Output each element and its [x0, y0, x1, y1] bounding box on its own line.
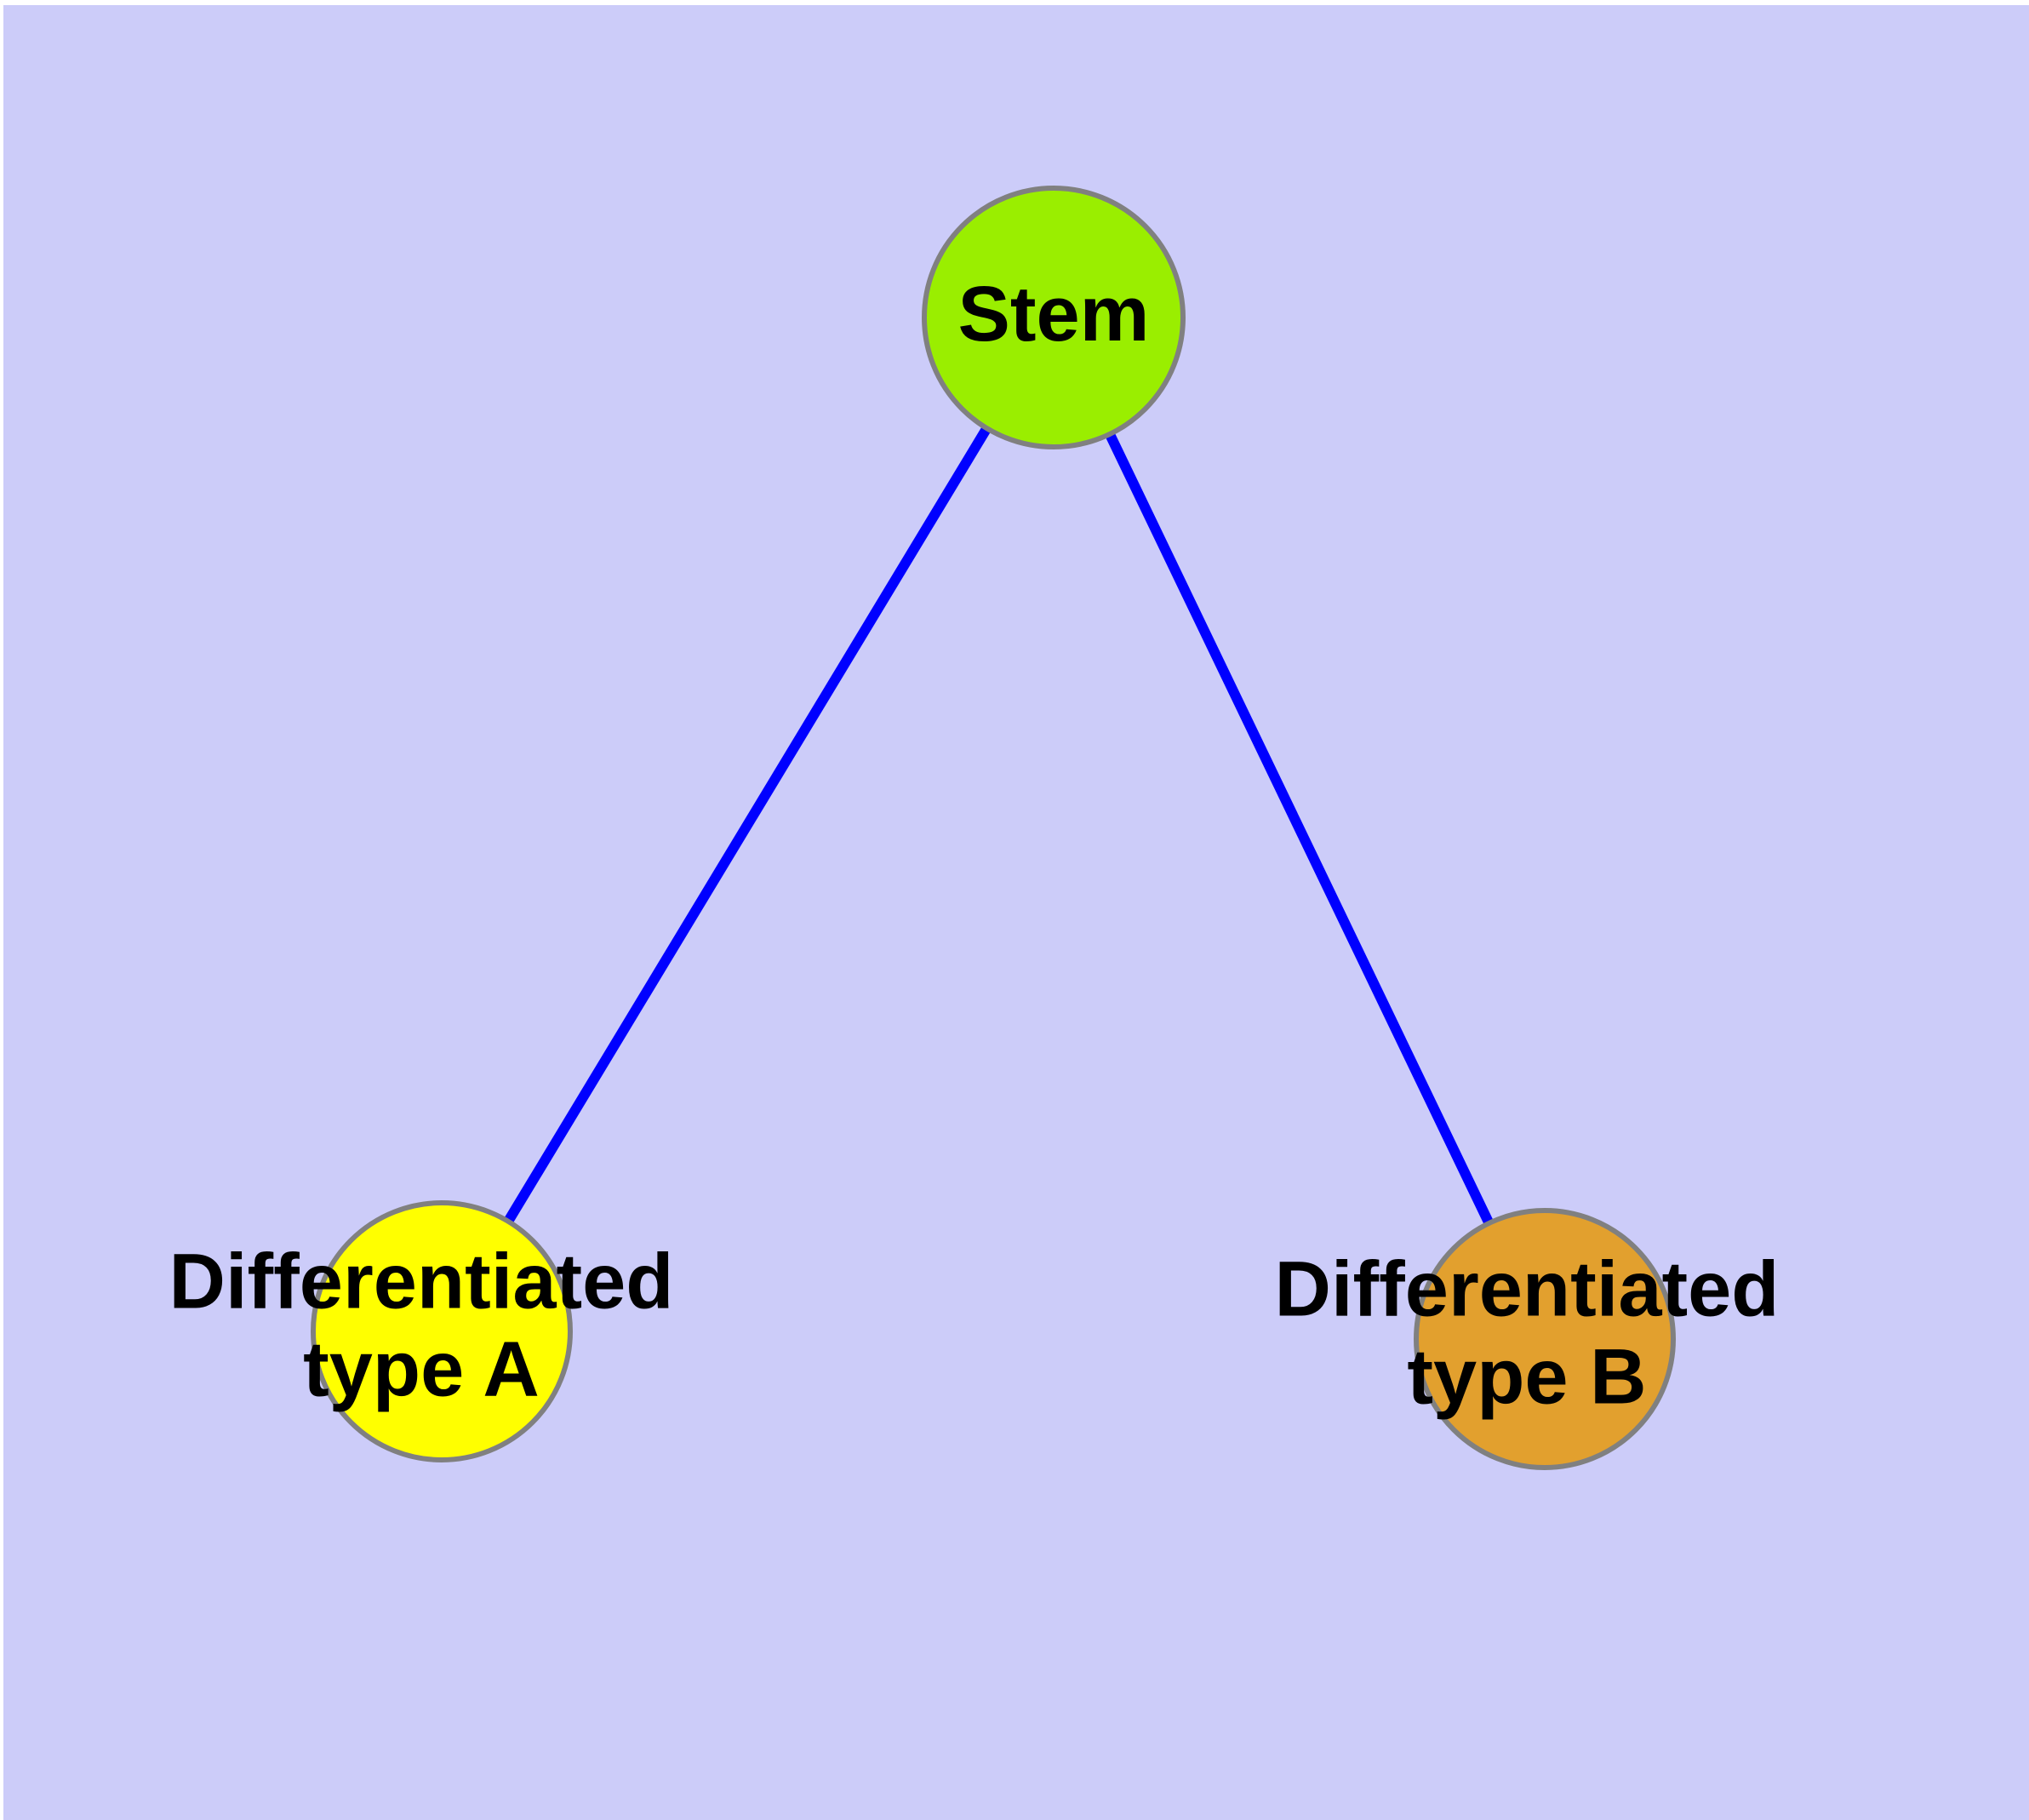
- edge-stem-to-differentiated-type-a[interactable]: [437, 314, 1059, 1335]
- edge-stem-to-differentiated-type-b[interactable]: [1049, 315, 1550, 1342]
- node-label-stem: Stem: [958, 271, 1150, 358]
- node-circle-differentiated-type-a[interactable]: [311, 1200, 573, 1462]
- node-circle-stem[interactable]: [922, 186, 1186, 449]
- nodes-layer: [311, 186, 1676, 1470]
- node-circle-differentiated-type-b[interactable]: [1414, 1208, 1676, 1470]
- edges-layer: [437, 314, 1550, 1342]
